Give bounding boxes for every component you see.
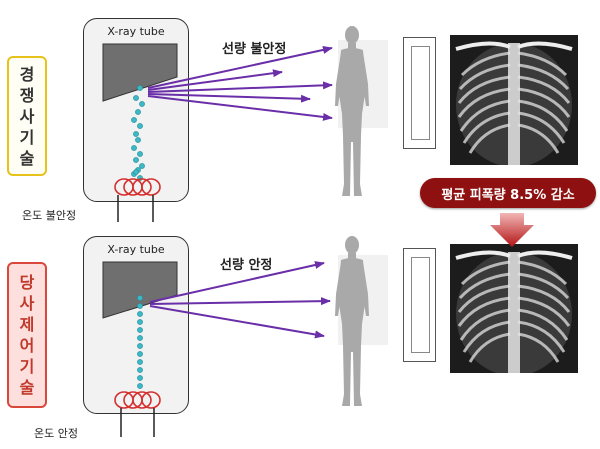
electron-dot: [137, 311, 143, 317]
filament-leads-top: [117, 195, 154, 222]
electron-dot: [137, 375, 143, 381]
electron-dot: [137, 343, 143, 349]
electron-dot: [137, 303, 143, 309]
electron-dot: [137, 367, 143, 373]
anode-top: [102, 43, 178, 102]
electron-dot: [133, 157, 139, 163]
temperature-label-bottom: 온도 안정: [34, 427, 78, 440]
dose-reduction-badge: 평균 피폭량 8.5% 감소: [420, 178, 596, 208]
electron-stream-bottom: [137, 295, 143, 389]
electron-dot: [133, 95, 139, 101]
competitor-tech-label: 경쟁사기술: [7, 56, 47, 176]
beam-arrows-top: [147, 46, 333, 121]
our-control-tech-text: 당사제어기술: [19, 273, 35, 397]
filament-leads-bottom: [120, 408, 155, 437]
xray-tube-bottom: X-ray tube: [83, 236, 189, 414]
electron-dot: [137, 85, 143, 91]
patient-silhouette-top: [335, 26, 369, 196]
xray-tube-title-bottom: X-ray tube: [107, 243, 165, 256]
detector-plate-bottom: [403, 248, 436, 362]
electron-dot: [135, 137, 141, 143]
dose-label-top: 선량 불안정: [222, 42, 287, 57]
xray-tube-title-top: X-ray tube: [107, 25, 165, 38]
electron-dot: [137, 383, 143, 389]
electron-dot: [131, 117, 137, 123]
dose-label-bottom: 선량 안정: [220, 258, 273, 273]
our-control-tech-label: 당사제어기술: [7, 262, 47, 408]
chest-xray-image-bottom: [450, 244, 578, 373]
electron-dot: [137, 151, 143, 157]
temperature-label-top: 온도 불안정: [22, 209, 77, 222]
down-arrow-icon: [490, 213, 534, 247]
electron-dot: [139, 101, 145, 107]
filament-coil-bottom: [114, 391, 161, 409]
electron-dot: [137, 359, 143, 365]
electron-dot: [137, 123, 143, 129]
detector-plate-top: [403, 37, 436, 149]
electron-dot: [133, 169, 139, 175]
filament-coil-top: [114, 178, 161, 196]
electron-stream-top: [131, 85, 145, 181]
electron-dot: [137, 351, 143, 357]
chest-xray-image-top: [450, 35, 578, 165]
electron-dot: [137, 335, 143, 341]
electron-dot: [137, 319, 143, 325]
electron-dot: [135, 109, 141, 115]
electron-dot: [133, 131, 139, 137]
beam-arrows-bottom: [149, 261, 331, 339]
patient-silhouette-bottom: [335, 236, 369, 406]
electron-dot: [137, 295, 143, 301]
electron-dot: [137, 327, 143, 333]
electron-dot: [131, 145, 137, 151]
competitor-tech-text: 경쟁사기술: [19, 64, 35, 168]
electron-dot: [139, 163, 145, 169]
